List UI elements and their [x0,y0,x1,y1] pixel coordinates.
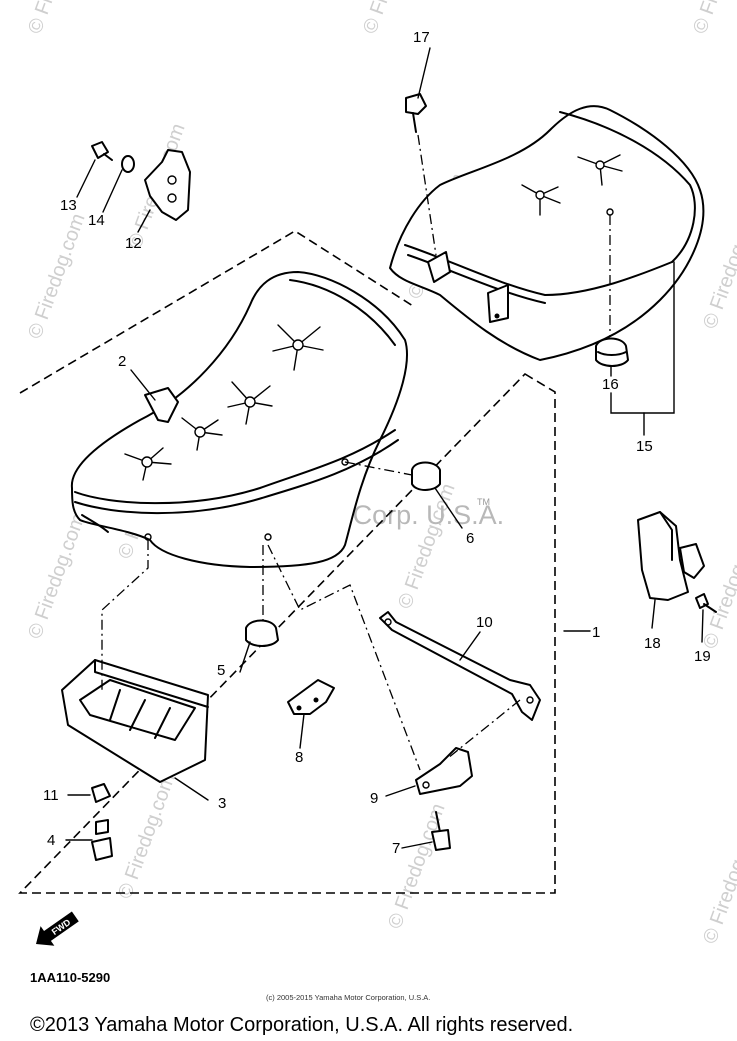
leader-lines [65,47,704,849]
callout-3: 3 [218,795,226,812]
watermark-site-12: © Firedog.com [24,0,90,37]
callout-10: 10 [476,614,493,631]
grommet-16 [595,215,629,367]
callout-5: 5 [217,662,225,679]
callout-labels: 1 2 3 4 5 6 7 8 9 10 11 12 13 14 15 16 1… [43,29,711,857]
watermark-site-4: © Firedog.com [699,201,737,332]
callout-1: 1 [592,624,600,641]
watermark-site-10: © Firedog.com [384,801,450,932]
tray-3 [61,540,209,783]
rod-10 [379,611,541,721]
grommet-6 [344,461,441,491]
bolt-17 [405,93,437,256]
callout-7: 7 [392,840,400,857]
callout-4: 4 [47,832,55,849]
callout-2: 2 [118,353,126,370]
callout-12: 12 [125,235,142,252]
callout-19: 19 [694,648,711,665]
callout-13: 13 [60,197,77,214]
callout-6: 6 [466,530,474,547]
parts-4-11 [91,783,113,861]
callout-16: 16 [602,376,619,393]
copyright-main: ©2013 Yamaha Motor Corporation, U.S.A. A… [30,1014,573,1036]
watermark-trademark: TM [477,497,490,507]
front-seat [70,271,408,568]
callout-18: 18 [644,635,661,652]
watermark-site-11: © Firedog.com [699,816,737,947]
bolt-7 [431,811,451,851]
callout-8: 8 [295,749,303,766]
callout-9: 9 [370,790,378,807]
diagram-code: 1AA110-5290 [30,970,110,985]
watermark-site-5: © Firedog.com [24,511,90,642]
bracket-8 [287,679,335,715]
callout-15: 15 [636,438,653,455]
watermark-site-9: © Firedog.com [114,771,180,902]
forward-arrow-icon [36,911,79,946]
rear-seat [389,105,705,361]
watermark-site-8: © Firedog.com [699,521,737,652]
watermark-site-1: © Firedog.com [24,211,90,342]
assembly-boundary [18,230,556,894]
callout-17: 17 [413,29,430,46]
callout-11: 11 [43,787,59,804]
watermark-site-14: © Firedog.com [689,0,737,37]
lock-18-19 [637,511,717,613]
callout-14: 14 [88,212,105,229]
parts-12-13-14 [91,141,191,221]
forward-arrow: FWD [36,911,79,946]
hinge-9 [267,544,521,795]
damper-5 [245,545,279,647]
copyright-small: (c) 2005-2015 Yamaha Motor Corporation, … [266,993,430,1002]
